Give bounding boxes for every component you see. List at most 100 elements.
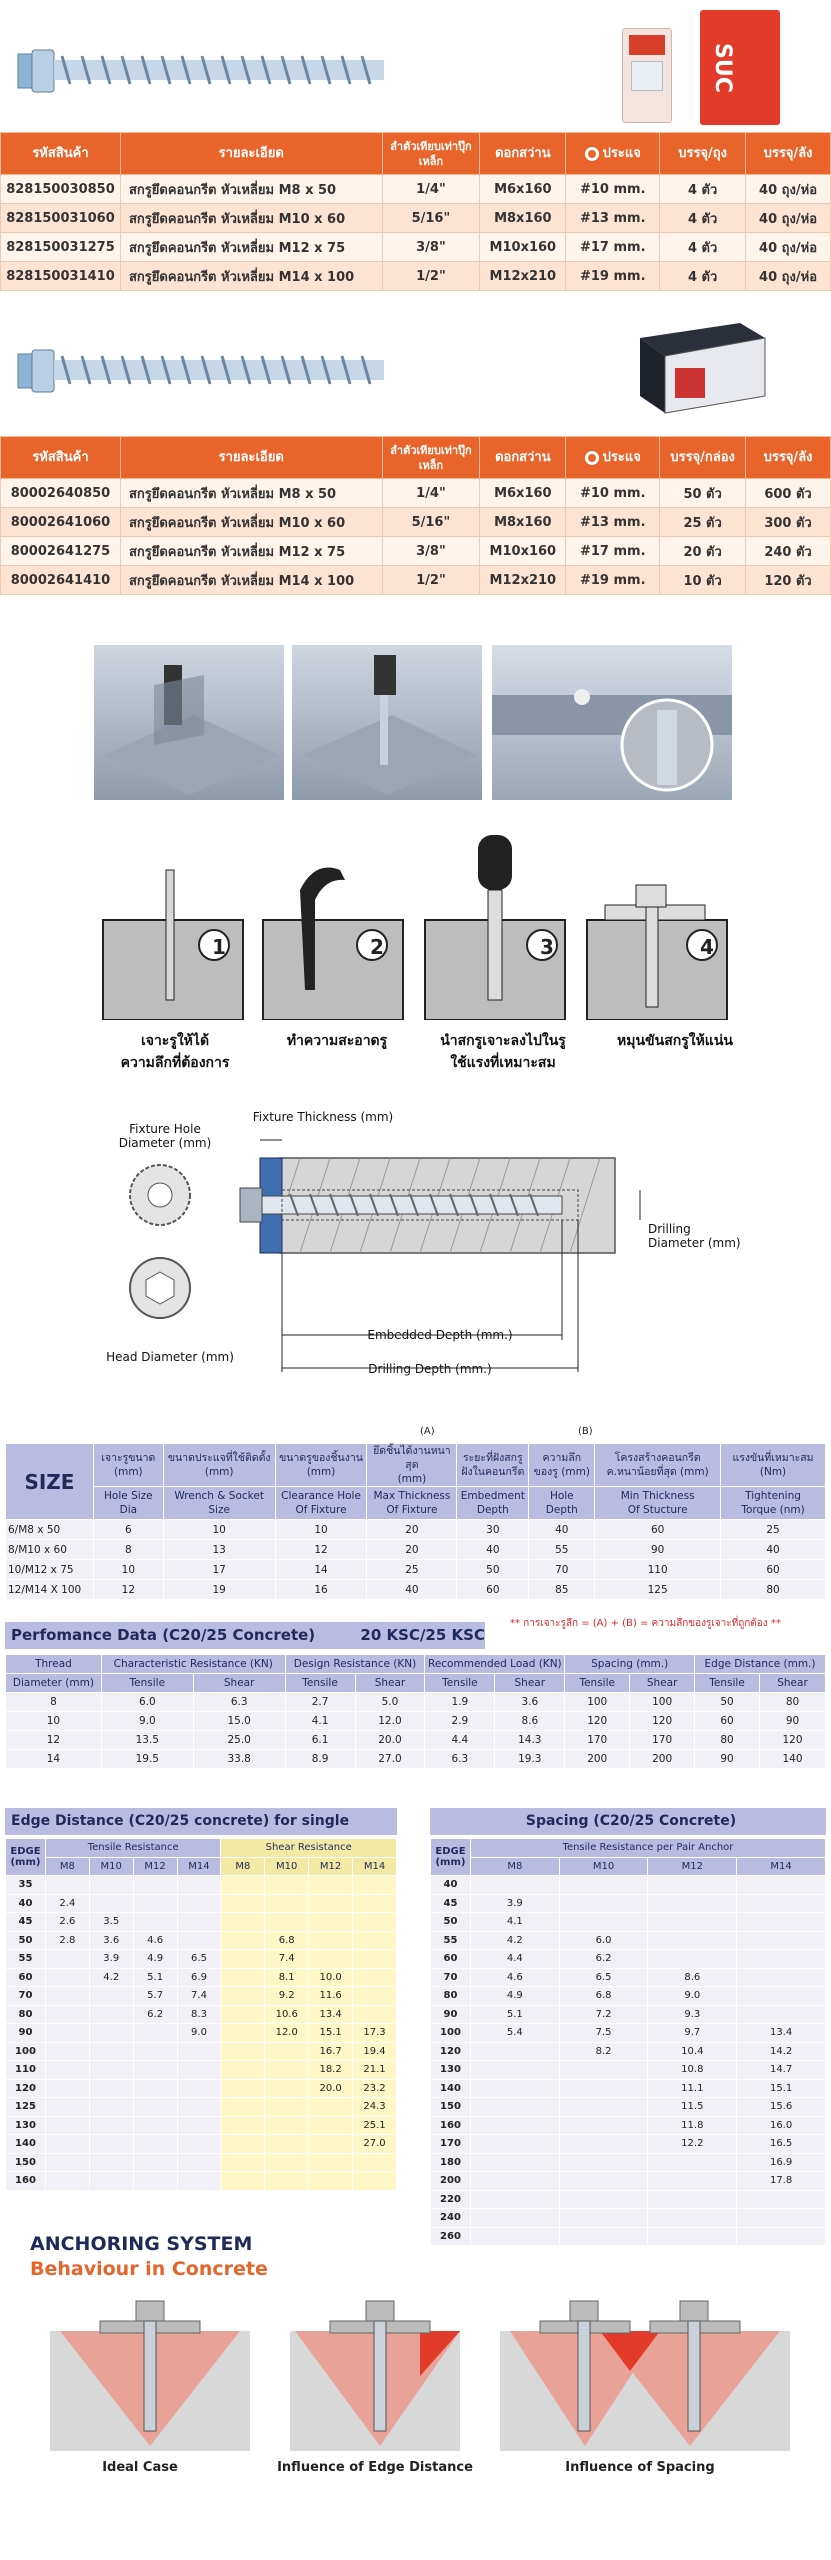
- col-wrench: ประแจ: [565, 132, 661, 175]
- product-table-bag: รหัสสินค้า รายละเอียด ลำตัวเทียบเท่าปุ๊ก…: [0, 132, 831, 291]
- drilling-depth-label: Drilling Depth (mm.): [368, 1362, 492, 1376]
- col-equiv: ลำตัวเทียบเท่าปุ๊กเหล็ก: [381, 436, 481, 479]
- wrench-icon: [584, 146, 599, 161]
- anchoring-title: ANCHORING SYSTEM: [30, 2233, 253, 2255]
- fixture-hole-label: Fixture Hole Diameter (mm): [118, 1122, 212, 1150]
- step-1-text: เจาะรูให้ได้ ความลึกที่ต้องการ: [120, 1033, 230, 1071]
- col-pack: บรรจุ/กล่อง: [659, 436, 747, 479]
- col-code: รหัสสินค้า: [0, 132, 121, 175]
- edge-distance-table: EDGE (mm) Tensile Resistance Shear Resis…: [5, 1838, 397, 2191]
- step-3-text: นำสกรูเจาะลงไปในรู ใช้แรงที่เหมาะสม: [440, 1033, 566, 1071]
- step-diagrams: [100, 830, 730, 1021]
- table-row: 220: [430, 2189, 826, 2209]
- anchoring-diagrams: [40, 2296, 800, 2456]
- size-spec-table: SIZE เจาะรูขนาด (mm) ขนาดประแจที่ใช้ติดต…: [5, 1443, 826, 1600]
- spacing-table: EDGE (mm) Tensile Resistance per Pair An…: [430, 1838, 827, 2246]
- drilling-diameter-label: Drilling Diameter (mm): [648, 1222, 741, 1250]
- step-number: 1: [212, 935, 226, 959]
- spacing-diagram: [500, 2300, 790, 2451]
- table-row: 40: [430, 1875, 826, 1895]
- anchoring-subtitle: Behaviour in Concrete: [30, 2258, 268, 2280]
- dimension-diagram: [100, 1120, 660, 1380]
- table-row: 150: [5, 2152, 397, 2172]
- package-bag-image: [622, 28, 672, 123]
- col-equiv: ลำตัวเทียบเท่าปุ๊กเหล็ก: [381, 132, 481, 175]
- col-desc: รายละเอียด: [119, 436, 383, 479]
- product-box-image: [630, 318, 770, 418]
- step-number: 3: [540, 935, 554, 959]
- ideal-case-diagram: [50, 2300, 250, 2451]
- step-2-text: ทำความสะอาดรู: [286, 1033, 388, 1049]
- col-drill: ดอกสว่าน: [479, 436, 567, 479]
- install-photo-closeup: [492, 645, 732, 800]
- concrete-screw-image: [14, 340, 394, 400]
- wrench-icon: [584, 450, 599, 465]
- depth-note: ** การเจาะรูลึก = (A) + (B) = ความลึกของ…: [510, 1618, 781, 1629]
- col-code: รหัสสินค้า: [0, 436, 121, 479]
- package-card-image: SUC: [700, 10, 780, 125]
- col-box: บรรจุ/ลัง: [745, 132, 831, 175]
- table-row: 240: [430, 2208, 826, 2228]
- table-row: 35: [5, 1875, 397, 1895]
- step-number: 4: [700, 935, 714, 959]
- col-desc: รายละเอียด: [119, 132, 383, 175]
- step-number: 2: [370, 935, 384, 959]
- perf-subtitle: 20 KSC/25 KSC: [360, 1626, 485, 1644]
- step-4-diagram: [586, 884, 728, 1021]
- edge-distance-diagram: [290, 2300, 460, 2451]
- spacing-title: Spacing (C20/25 Concrete): [430, 1808, 826, 1835]
- install-photo-drill: [94, 645, 284, 800]
- col-box: บรรจุ/ลัง: [745, 436, 831, 479]
- step-3-diagram: [424, 835, 566, 1021]
- performance-table: Thread Characteristic Resistance (KN) De…: [5, 1654, 826, 1769]
- concrete-screw-image: [14, 40, 394, 100]
- head-diameter-label: Head Diameter (mm): [106, 1350, 234, 1364]
- product-table-box: รหัสสินค้า รายละเอียด ลำตัวเทียบเท่าปุ๊ก…: [0, 436, 831, 595]
- install-photo-screw: [292, 645, 482, 800]
- marker-a: (A): [420, 1426, 435, 1437]
- col-drill: ดอกสว่าน: [479, 132, 567, 175]
- table-row: 260: [430, 2226, 826, 2246]
- case-label: Ideal Case: [102, 2460, 178, 2475]
- table-row: 160: [5, 2171, 397, 2191]
- marker-b: (B): [578, 1426, 593, 1437]
- edge-title: Edge Distance (C20/25 concrete) for sing…: [5, 1808, 397, 1856]
- step-4-text: หมุนขันสกรูให้แน่น: [617, 1033, 733, 1049]
